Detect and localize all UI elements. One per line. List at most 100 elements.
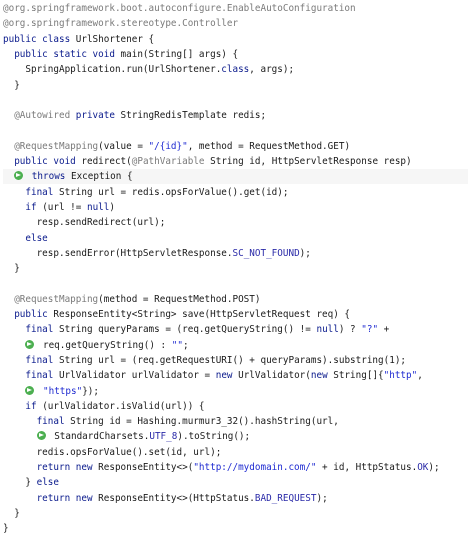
code-token: ); xyxy=(316,492,328,504)
code-line xyxy=(3,276,468,291)
code-line: } xyxy=(3,521,468,536)
code-token: } xyxy=(3,523,9,535)
code-token: @org.springframework.boot.autoconfigure.… xyxy=(3,3,356,14)
code-token: (url != xyxy=(42,201,87,213)
code-token: if xyxy=(3,201,43,213)
code-line: @RequestMapping(method = RequestMethod.P… xyxy=(3,292,468,307)
code-line: @org.springframework.boot.autoconfigure.… xyxy=(3,1,468,16)
code-line: SpringApplication.run(UrlShortener.class… xyxy=(3,62,468,77)
code-token: ResponseEntity<String> save(HttpServletR… xyxy=(53,309,351,320)
code-token: (value = xyxy=(98,140,149,152)
code-token: req.getQueryString() : xyxy=(37,339,172,351)
code-line: req.getQueryString() : ""; xyxy=(3,338,468,353)
code-token: "?" xyxy=(361,324,379,336)
code-line: public class UrlShortener { xyxy=(3,32,468,47)
code-token: (urlValidator.isValid(url)) { xyxy=(42,400,205,412)
code-line: final UrlValidator urlValidator = new Ur… xyxy=(3,368,468,383)
code-token: "" xyxy=(171,339,183,351)
code-token: , method = RequestMethod.GET) xyxy=(187,140,351,152)
code-token: UrlValidator( xyxy=(238,370,311,382)
code-token: @RequestMapping xyxy=(3,140,99,152)
code-token: final xyxy=(3,370,59,382)
line-wrap-arrow-icon xyxy=(14,171,24,181)
code-token: resp.sendError(HttpServletResponse. xyxy=(3,247,233,259)
code-token: String url = (req.getRequestURI() + quer… xyxy=(58,354,407,366)
code-token xyxy=(3,431,37,442)
code-token: public static void xyxy=(3,48,121,60)
code-token: redis.opsForValue().set(id, url); xyxy=(3,446,222,458)
code-token: String[]{ xyxy=(333,370,384,382)
code-token: redirect( xyxy=(81,156,132,167)
code-token: return new xyxy=(3,492,99,504)
code-token: final xyxy=(3,324,59,336)
code-token: throws xyxy=(26,171,71,183)
code-line: } else xyxy=(3,475,468,490)
code-token: ) ? xyxy=(338,324,362,336)
code-token: @org.springframework.stereotype.Controll… xyxy=(3,18,239,30)
code-token: main(String[] args) { xyxy=(120,48,239,60)
code-token: OK xyxy=(417,462,429,473)
code-token: ; xyxy=(182,339,189,351)
code-token: String url = redis.opsForValue().get(id)… xyxy=(58,186,289,198)
code-token: SpringApplication.run(UrlShortener. xyxy=(3,64,222,76)
code-token: "/{id}" xyxy=(148,140,188,152)
code-token: public xyxy=(3,309,54,320)
code-token: Exception { xyxy=(70,171,133,183)
code-line: @RequestMapping(value = "/{id}", method … xyxy=(3,139,468,154)
code-token: } xyxy=(3,263,20,275)
line-wrap-arrow-icon xyxy=(36,431,46,441)
code-token: final xyxy=(3,354,59,366)
code-token: null xyxy=(86,201,110,213)
code-line: redis.opsForValue().set(id, url); xyxy=(3,445,468,460)
code-line: StandardCharsets.UTF_8).toString(); xyxy=(3,429,468,444)
code-token: if xyxy=(3,400,43,412)
code-token: return new xyxy=(3,462,99,473)
code-line: resp.sendRedirect(url); xyxy=(3,215,468,230)
code-line: throws Exception { xyxy=(3,169,468,185)
code-token: resp.sendRedirect(url); xyxy=(3,217,166,229)
code-token: ); xyxy=(299,247,311,259)
code-token: UTF_8 xyxy=(149,431,178,443)
code-token: public class xyxy=(3,33,76,45)
code-token: ).toString(); xyxy=(177,431,251,443)
code-token: "http://mydomain.com/" xyxy=(193,462,317,473)
code-token: ResponseEntity<>( xyxy=(98,462,194,473)
code-token: (method = RequestMethod.POST) xyxy=(98,293,261,305)
code-token: else xyxy=(36,477,59,489)
code-token: "https" xyxy=(43,385,83,397)
code-token: final xyxy=(3,186,59,198)
code-token: else xyxy=(3,232,48,244)
code-line: resp.sendError(HttpServletResponse.SC_NO… xyxy=(3,246,468,261)
code-token: StringRedisTemplate redis; xyxy=(120,110,267,122)
code-token: private xyxy=(75,110,121,122)
code-token: String id = Hashing.murmur3_32().hashStr… xyxy=(70,416,339,428)
code-token: }); xyxy=(82,385,99,397)
code-line: final String url = (req.getRequestURI() … xyxy=(3,353,468,368)
code-line: if (url != null) xyxy=(3,200,468,215)
code-token: + xyxy=(378,324,390,336)
code-line: return new ResponseEntity<>("http://mydo… xyxy=(3,460,468,475)
code-line: final String url = redis.opsForValue().g… xyxy=(3,185,468,200)
code-line: if (urlValidator.isValid(url)) { xyxy=(3,399,468,414)
code-line: final String queryParams = (req.getQuery… xyxy=(3,322,468,337)
code-line: public static void main(String[] args) { xyxy=(3,47,468,62)
code-line: public void redirect(@PathVariable Strin… xyxy=(3,154,468,169)
code-line: final String id = Hashing.murmur3_32().h… xyxy=(3,414,468,429)
code-token: null xyxy=(316,324,339,336)
code-line: @Autowired private StringRedisTemplate r… xyxy=(3,108,468,123)
code-token: ) xyxy=(109,201,115,213)
code-token xyxy=(3,386,25,397)
code-token: String queryParams = (req.getQueryString… xyxy=(58,324,317,336)
code-token: class xyxy=(221,64,250,76)
code-token: } xyxy=(3,477,37,489)
code-token: public void xyxy=(3,156,82,167)
code-token: + id, HttpStatus. xyxy=(316,462,418,473)
code-token xyxy=(3,340,25,351)
code-token: UrlValidator urlValidator = xyxy=(58,370,216,382)
code-line: return new ResponseEntity<>(HttpStatus.B… xyxy=(3,491,468,506)
line-wrap-arrow-icon xyxy=(25,385,35,395)
code-line: } xyxy=(3,78,468,93)
code-line xyxy=(3,123,468,138)
code-token: String id, HttpServletResponse resp) xyxy=(210,156,412,167)
